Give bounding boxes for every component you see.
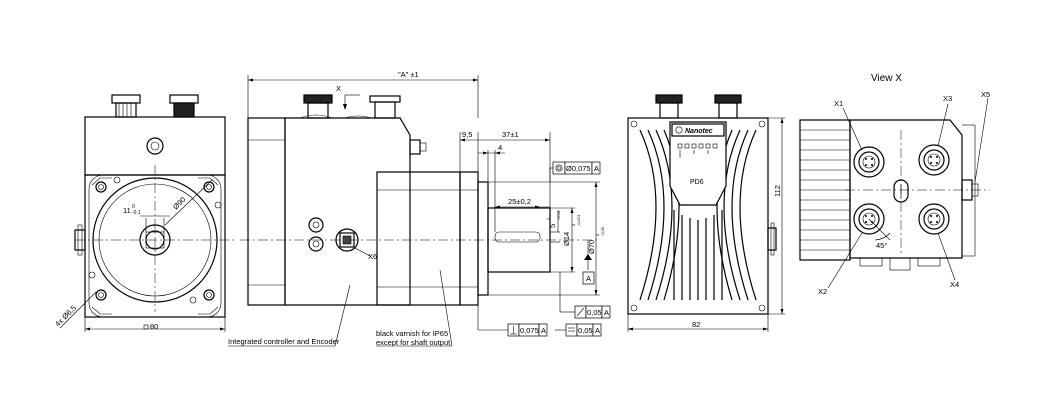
- back-housing: [627, 117, 769, 315]
- side-connector-left: [303, 94, 333, 119]
- front-bolt-holes: [88, 176, 222, 304]
- tol-runout-frame: 0,05 A: [559, 272, 611, 319]
- side-dim-5-tol-down: -0,03: [556, 210, 561, 220]
- tol-concentricity-frame: Ø0,075 A: [549, 161, 601, 182]
- view-x-title: View X: [871, 73, 902, 84]
- side-dim-5: 5: [548, 224, 557, 228]
- side-dim-70: Ø70: [587, 240, 596, 254]
- back-module-label: PD6: [690, 179, 704, 186]
- tol-concentricity-value: Ø0,075: [566, 164, 591, 173]
- tol-perp-datum: A: [541, 326, 546, 335]
- note-controller: Integrated controller and Encoder: [228, 337, 340, 346]
- tol-perp-frame: 0,075 A: [477, 305, 548, 337]
- side-dim-14: Ø14: [562, 232, 571, 246]
- side-dim-4: 4: [498, 143, 502, 152]
- back-cooling-fins: [639, 129, 757, 301]
- datum-a: A: [582, 240, 595, 285]
- front-dim-circle: Ø90: [171, 195, 187, 211]
- side-connector-right: [369, 95, 401, 119]
- viewx-angle: 45°: [876, 241, 887, 250]
- back-led-row: [677, 143, 718, 158]
- back-dim-height: 112: [773, 185, 782, 197]
- view-x-marker: X: [336, 84, 341, 93]
- side-dim-14-tol-down: -0,013: [576, 214, 581, 226]
- front-dim-key-tol-down: -0,1: [132, 210, 141, 216]
- side-connector-x6: [335, 228, 359, 252]
- viewx-connector-x1: [853, 146, 885, 178]
- note-varnish-2: except for shaft output: [376, 338, 451, 347]
- viewx-connector-x3: [918, 144, 950, 176]
- viewx-housing: [849, 119, 963, 259]
- side-dim-5-tol-up: 0: [546, 217, 551, 220]
- side-label-x6: X6: [368, 252, 377, 261]
- back-display-panel: [669, 121, 727, 206]
- side-dim-14-tol-up: 0: [571, 223, 576, 226]
- side-dim-25: 25±0,2: [508, 197, 531, 206]
- side-motor-body: [376, 171, 461, 306]
- front-dim-square: 80: [150, 322, 158, 331]
- front-dim-key-tol-up: 0: [132, 204, 135, 210]
- datum-a-label: A: [586, 274, 591, 283]
- side-heatsink: [247, 117, 286, 306]
- side-dim-70-tol-down: -0,05: [600, 226, 605, 236]
- viewx-label-x5: X5: [981, 90, 990, 99]
- viewx-label-x4: X4: [950, 280, 959, 289]
- side-controller-housing: [284, 117, 411, 306]
- tol-parallel-frame: 0,05 A: [555, 323, 602, 337]
- front-connector-right: [169, 94, 199, 118]
- front-cable-gland: [146, 137, 164, 155]
- tol-runout-datum: A: [604, 308, 609, 317]
- front-view: 80 4x Ø6,5 11 0 -0,1 Ø90: [53, 94, 235, 332]
- side-dim-70-tol-up: 0: [595, 233, 600, 236]
- viewx-label-x3: X3: [943, 94, 952, 103]
- viewx-heatsink: [799, 119, 851, 261]
- front-dim-bolt: 4x Ø6,5: [53, 303, 78, 328]
- side-flange: [459, 171, 479, 306]
- viewx-label-x1: X1: [834, 99, 843, 108]
- front-dim-key: 11: [123, 206, 131, 215]
- tol-parallel-value: 0,05: [578, 326, 593, 335]
- viewx-connector-x2: [853, 203, 885, 235]
- tol-concentricity-datum: A: [594, 164, 599, 173]
- back-brand: Nanotec: [685, 128, 713, 135]
- side-keyway: [494, 231, 541, 243]
- tol-parallel-datum: A: [595, 326, 600, 335]
- note-varnish-1: black varnish for IP65: [376, 329, 448, 338]
- side-dim-9-5: 9,5: [462, 130, 472, 139]
- tol-runout-value: 0,05: [587, 308, 602, 317]
- back-view: Nanotec PD6 82 112: [627, 94, 785, 332]
- side-dim-37: 37±1: [502, 130, 519, 139]
- side-dim-length: "A" ±1: [398, 70, 419, 79]
- front-connector-left: [111, 94, 141, 118]
- viewx-connector-x4: [918, 203, 950, 235]
- side-view: "A" ±1 X: [228, 70, 611, 347]
- back-dim-width: 82: [692, 320, 700, 329]
- view-x: View X: [799, 73, 990, 296]
- viewx-label-x2: X2: [818, 287, 827, 296]
- tol-perp-value: 0,075: [520, 326, 539, 335]
